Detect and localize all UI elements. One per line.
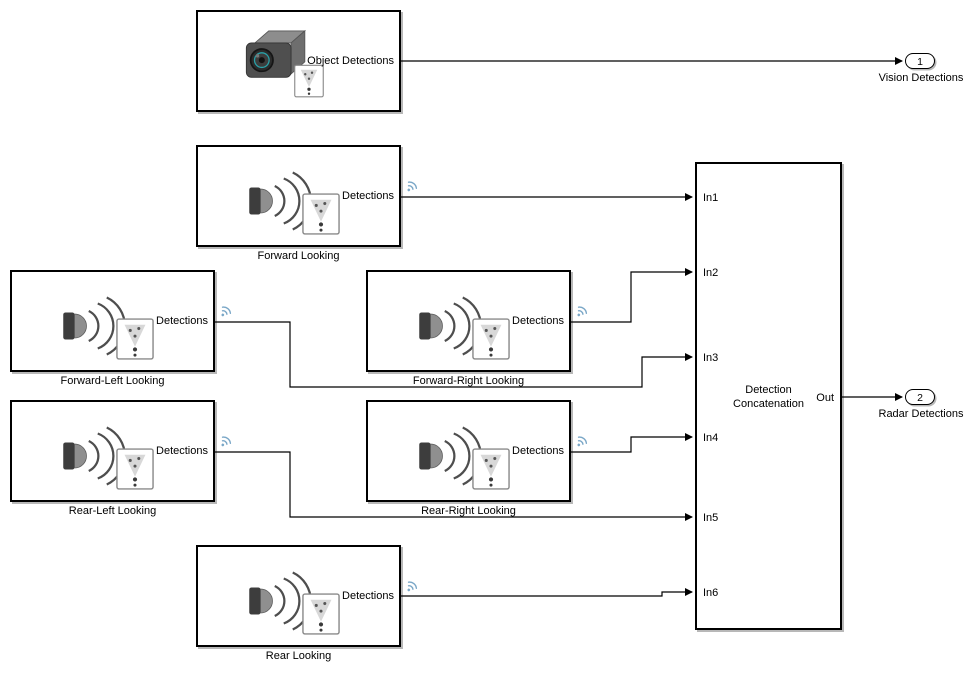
input-port-label-in6: In6 xyxy=(703,587,719,599)
wire-rear-to-in6[interactable] xyxy=(401,588,693,597)
block-caption-forward-right: Forward-Right Looking xyxy=(412,375,525,387)
detection-concatenation-block[interactable]: In1 In2 In3 In4 In5 In6 Detection Concat… xyxy=(695,162,842,630)
radar-block-forward[interactable]: Detections xyxy=(196,145,401,247)
block-caption-forward-left: Forward-Left Looking xyxy=(60,375,165,387)
outport-radar-detections[interactable]: 2 xyxy=(905,389,935,405)
outport-label-vision: Vision Detections xyxy=(878,72,964,84)
block-caption-rear-right: Rear-Right Looking xyxy=(421,505,516,517)
output-port-label: Detections xyxy=(156,315,208,327)
wireless-signal-icon xyxy=(401,576,422,597)
input-port-label-in4: In4 xyxy=(703,432,719,444)
output-port-label: Detections xyxy=(156,445,208,457)
wire-forward-right-to-in2[interactable] xyxy=(571,268,693,323)
wire-forward-left-to-in3[interactable] xyxy=(215,321,693,388)
output-port-label: Detections xyxy=(342,190,394,202)
radar-block-forward-right[interactable]: Detections xyxy=(366,270,571,372)
output-port-label: Object Detections xyxy=(307,55,394,67)
outport-number: 1 xyxy=(917,56,923,68)
wireless-signal-icon xyxy=(571,431,592,452)
radar-block-rear-left[interactable]: Detections xyxy=(10,400,215,502)
wireless-signal-icon xyxy=(215,301,236,322)
wireless-signal-icon xyxy=(571,301,592,322)
wire-rear-left-to-in5[interactable] xyxy=(215,451,693,521)
outport-number: 2 xyxy=(917,392,923,404)
input-port-label-in5: In5 xyxy=(703,512,719,524)
block-title: Detection Concatenation xyxy=(733,384,804,410)
wireless-signal-icon xyxy=(215,431,236,452)
sensor-coverage-icon xyxy=(302,593,340,635)
block-caption-forward: Forward Looking xyxy=(257,250,340,262)
input-port-label-in1: In1 xyxy=(703,192,719,204)
input-port-label-in2: In2 xyxy=(703,267,719,279)
block-caption-rear-left: Rear-Left Looking xyxy=(68,505,157,517)
sensor-coverage-icon xyxy=(472,448,510,490)
radar-block-rear[interactable]: Detections xyxy=(196,545,401,647)
sensor-coverage-icon xyxy=(294,64,324,98)
radar-block-rear-right[interactable]: Detections xyxy=(366,400,571,502)
block-caption-rear: Rear Looking xyxy=(265,650,332,662)
outport-label-radar: Radar Detections xyxy=(878,408,964,420)
wire-rear-right-to-in4[interactable] xyxy=(571,433,693,453)
output-port-label: Detections xyxy=(512,445,564,457)
sensor-coverage-icon xyxy=(116,448,154,490)
output-port-label: Detections xyxy=(512,315,564,327)
output-port-label: Out xyxy=(816,392,834,404)
vision-sensor-block[interactable]: Object Detections xyxy=(196,10,401,112)
outport-vision-detections[interactable]: 1 xyxy=(905,53,935,69)
wireless-signal-icon xyxy=(401,176,422,197)
sensor-coverage-icon xyxy=(116,318,154,360)
sensor-coverage-icon xyxy=(302,193,340,235)
output-port-label: Detections xyxy=(342,590,394,602)
sensor-coverage-icon xyxy=(472,318,510,360)
input-port-label-in3: In3 xyxy=(703,352,719,364)
radar-block-forward-left[interactable]: Detections xyxy=(10,270,215,372)
